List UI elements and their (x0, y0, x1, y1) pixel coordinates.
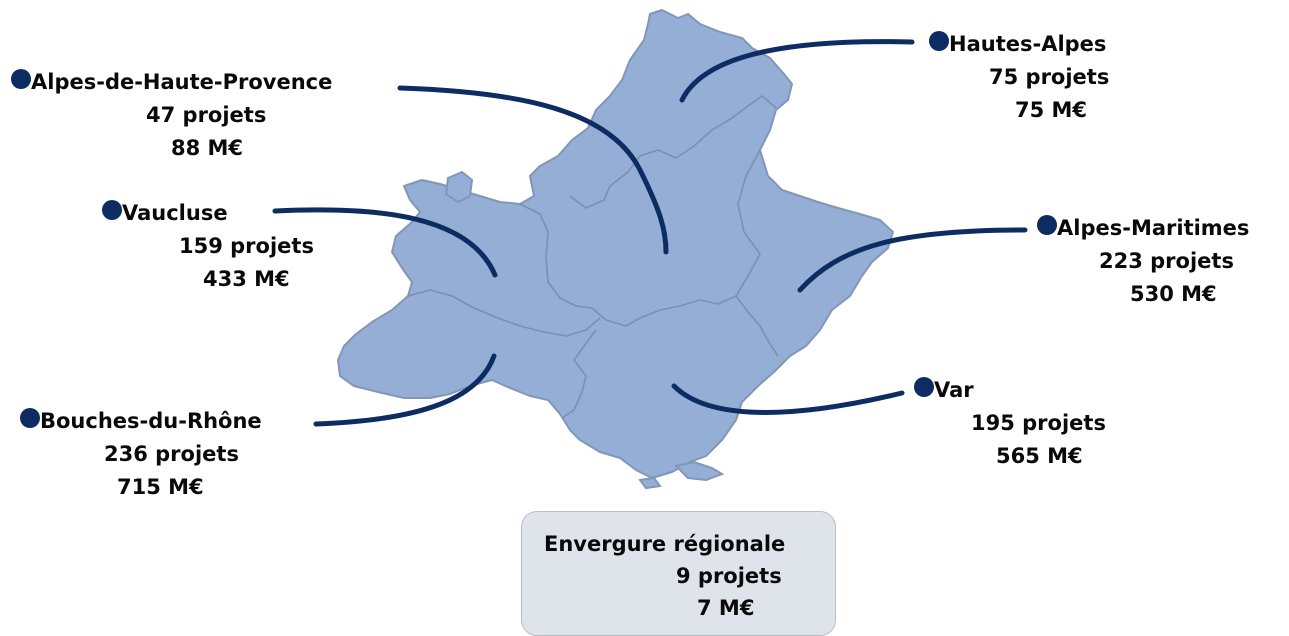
region-outline (337, 9, 894, 479)
department-amount: 433 M€ (203, 267, 290, 291)
label-vaucluse: Vaucluse 159 projets 433 M€ (102, 197, 314, 296)
label-bouches-du-rhone: Bouches-du-Rhône 236 projets 715 M€ (20, 405, 262, 504)
marker-dot-icon (11, 69, 31, 89)
department-amount: 75 M€ (1015, 98, 1088, 122)
leader-line-alpes-maritimes (797, 227, 1028, 293)
marker-dot-icon (20, 408, 40, 428)
regional-projects: 9 projets (676, 564, 782, 588)
department-name: Alpes-de-Haute-Provence (31, 70, 333, 94)
marker-dot-icon (102, 200, 122, 220)
var-islands (674, 460, 725, 482)
department-name: Var (934, 378, 974, 402)
marker-dot-icon (1037, 215, 1057, 235)
department-projects: 159 projets (179, 234, 314, 258)
leader-line-vaucluse (272, 207, 498, 278)
department-name: Hautes-Alpes (949, 32, 1107, 56)
regional-scope-box: Envergure régionale 9 projets 7 M€ (521, 511, 836, 636)
label-alpes-de-haute-provence: Alpes-de-Haute-Provence 47 projets 88 M€ (11, 66, 332, 165)
label-var: Var 195 projets 565 M€ (914, 374, 1106, 473)
leader-lines (272, 39, 1028, 427)
label-alpes-maritimes: Alpes-Maritimes 223 projets 530 M€ (1037, 212, 1249, 311)
department-amount: 565 M€ (996, 444, 1083, 468)
label-hautes-alpes: Hautes-Alpes 75 projets 75 M€ (929, 28, 1109, 127)
department-amount: 88 M€ (171, 136, 244, 160)
department-projects: 195 projets (971, 411, 1106, 435)
department-projects: 47 projets (146, 103, 267, 127)
department-projects: 223 projets (1099, 249, 1234, 273)
department-projects: 236 projets (104, 442, 239, 466)
region-map (272, 9, 1028, 490)
marker-dot-icon (914, 377, 934, 397)
department-name: Vaucluse (122, 201, 228, 225)
leader-line-bouches-du-rhone (313, 353, 497, 427)
department-name: Alpes-Maritimes (1057, 216, 1250, 240)
department-projects: 75 projets (989, 65, 1110, 89)
regional-amount: 7 M€ (697, 596, 755, 620)
department-amount: 530 M€ (1130, 282, 1217, 306)
leader-line-var (671, 383, 905, 415)
regional-title: Envergure régionale (544, 532, 786, 556)
leader-line-alpes-de-haute-provence (397, 85, 669, 255)
vaucluse-enclave (444, 170, 474, 204)
coast-island (638, 476, 662, 490)
marker-dot-icon (929, 31, 949, 51)
department-name: Bouches-du-Rhône (40, 409, 262, 433)
department-amount: 715 M€ (117, 475, 204, 499)
leader-line-hautes-alpes (679, 39, 915, 103)
